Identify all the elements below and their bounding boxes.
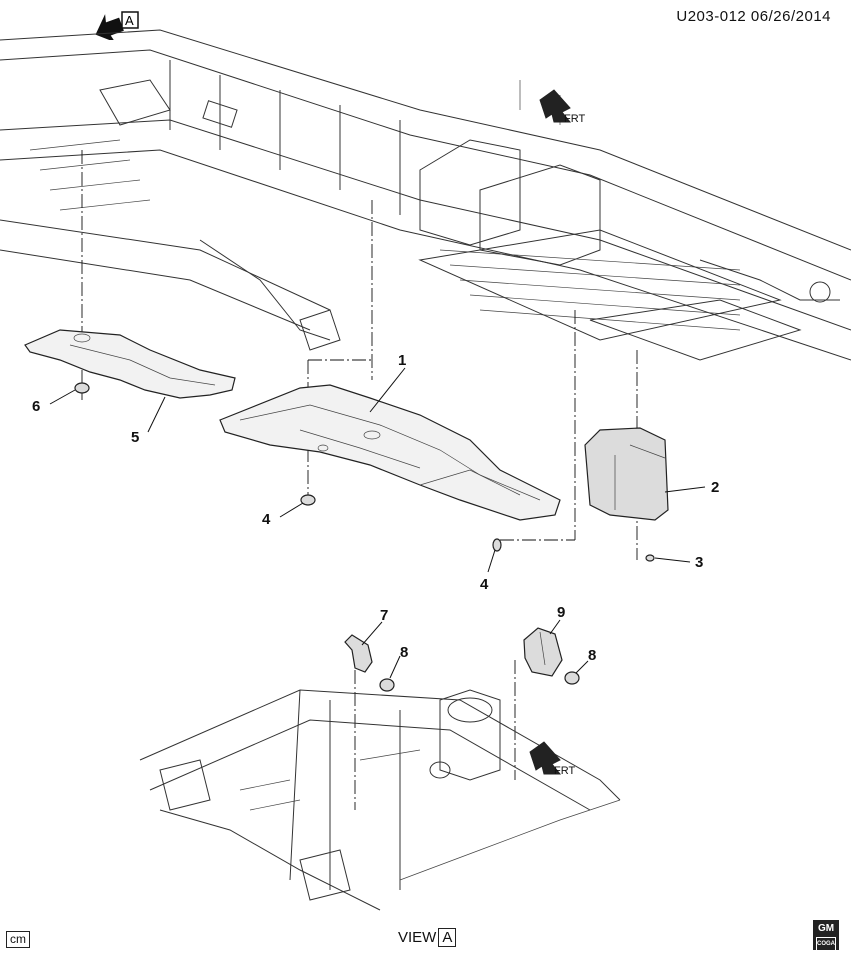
front-marker-label: FRT [554,765,575,777]
nut-8-left-icon [379,678,395,692]
callout-8-right: 8 [588,647,596,664]
callout-6: 6 [32,398,40,415]
view-direction-marker: A [92,8,152,45]
callout-1: 1 [398,352,406,369]
upper-fasteners [74,382,655,562]
gm-logo-text: GM [817,923,835,934]
front-arrow-icon [529,741,562,775]
callout-7: 7 [380,607,388,624]
part-9-mount [523,627,563,677]
view-label-text: VIEW [398,929,437,946]
callout-2: 2 [711,479,719,496]
unit-label: cm [6,931,30,948]
callout-numbers: 1 2 3 4 4 5 6 7 8 8 9 [32,352,719,664]
callout-3: 3 [695,554,703,571]
callout-leader-lines [49,367,706,679]
gm-logo: GM COGA [813,920,839,951]
callout-4-right: 4 [480,576,489,593]
direction-arrow-icon: A [95,11,139,43]
underbody-frame-upper [0,29,851,361]
callout-5: 5 [131,429,139,446]
bolt-3-icon [645,554,655,562]
front-marker-label: FRT [564,113,585,125]
gm-logo-subtext: COGA [816,937,836,951]
assembly-centerlines [81,150,638,810]
nut-4-right-icon [492,538,502,552]
view-label-letter: A [438,928,457,947]
nut-8-right-icon [564,671,580,685]
callout-4-left: 4 [262,511,271,528]
diagram-reference-code: U203-012 06/26/2014 [676,8,831,25]
front-direction-marker-lower: FRT [529,741,575,777]
view-marker-letter: A [125,13,134,28]
part-1-heat-shield [219,384,561,521]
nut-6-icon [74,382,90,394]
callout-9: 9 [557,604,565,621]
callout-8-left: 8 [400,644,408,661]
part-2-cover [584,427,669,521]
front-arrow-icon [539,89,572,123]
part-5-heat-shield [24,329,236,399]
front-direction-marker-upper: FRT [539,89,585,125]
nut-4-left-icon [300,494,316,506]
part-7-bracket [344,634,373,673]
underbody-frame-lower [139,689,621,911]
